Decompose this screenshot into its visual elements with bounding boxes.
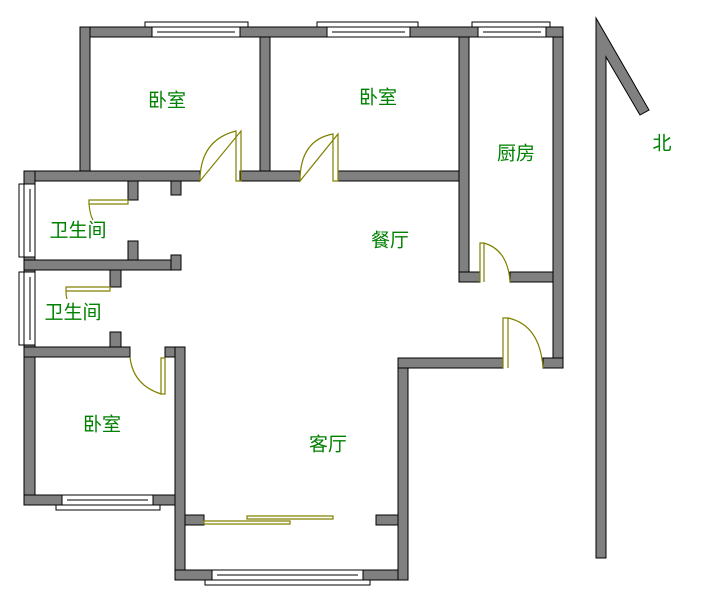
doors — [65, 129, 544, 525]
room-label-bedroom: 卧室 — [358, 86, 398, 109]
room-label-dining: 餐厅 — [370, 229, 410, 252]
room-label-bedroom: 卧室 — [147, 89, 187, 112]
north-arrow-icon — [595, 16, 650, 559]
windows — [18, 21, 551, 586]
walls — [23, 26, 564, 581]
room-label-kitchen: 厨房 — [496, 142, 536, 165]
room-label-bedroom: 卧室 — [82, 413, 122, 436]
compass-label-north: 北 — [652, 132, 672, 155]
room-label-living: 客厅 — [308, 433, 348, 456]
room-label-bathroom: 卫生间 — [49, 219, 107, 242]
room-label-bathroom: 卫生间 — [44, 301, 102, 324]
